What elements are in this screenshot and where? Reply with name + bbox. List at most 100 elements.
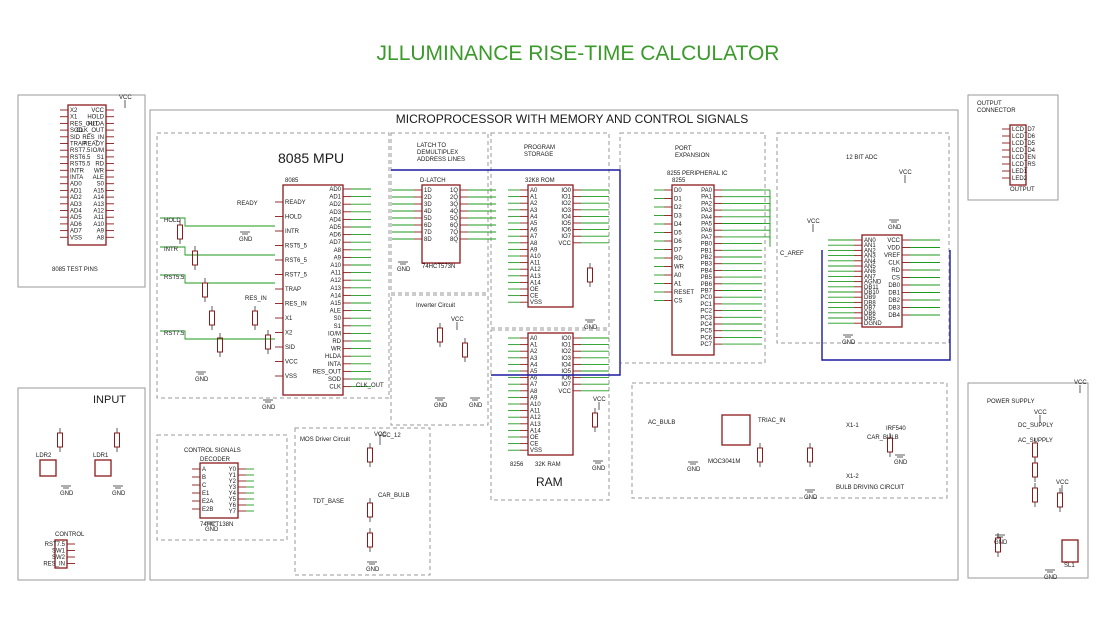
adc-right-pin-10: DB4 bbox=[888, 313, 910, 319]
rom-block bbox=[490, 132, 610, 329]
component-23 bbox=[592, 408, 598, 432]
svg-text:GND: GND bbox=[262, 405, 276, 411]
port-left-pin-9: WR bbox=[664, 265, 685, 271]
svg-text:IO2: IO2 bbox=[561, 349, 571, 355]
test-right-pin-17: A10 bbox=[93, 222, 114, 228]
decoder-left-pin-5: E2B bbox=[192, 507, 213, 513]
test-right-pin-8: RD bbox=[95, 162, 114, 168]
adc-label: 12 BIT ADC bbox=[846, 155, 878, 161]
output-connector: OUTPUT bbox=[1009, 124, 1035, 193]
svg-text:IO4: IO4 bbox=[561, 362, 571, 368]
ac-bulb-label: AC_BULB bbox=[648, 420, 675, 426]
svg-text:TRAP: TRAP bbox=[70, 142, 86, 148]
svg-text:A9: A9 bbox=[334, 255, 342, 261]
svg-text:VSS: VSS bbox=[530, 300, 542, 306]
adc-right-pin-9: DB3 bbox=[888, 306, 910, 312]
mpu-right-pin-19: IO/M bbox=[328, 331, 351, 337]
svg-text:A14: A14 bbox=[93, 195, 104, 201]
svg-text:INTR: INTR bbox=[285, 229, 300, 235]
tdt-label: TDT_BASE bbox=[313, 499, 344, 505]
svg-text:VCC: VCC bbox=[119, 95, 132, 101]
svg-text:6D: 6D bbox=[424, 223, 432, 229]
svg-text:A8: A8 bbox=[97, 235, 105, 241]
rom-left-pin-13: A13 bbox=[520, 274, 541, 280]
component-3 bbox=[209, 306, 215, 330]
component-9 bbox=[367, 528, 373, 552]
component-19 bbox=[887, 433, 893, 457]
component-6 bbox=[265, 330, 271, 354]
test-left-pin-16: AD5 bbox=[60, 215, 82, 221]
svg-text:A5: A5 bbox=[530, 369, 538, 375]
latch-out-pin-1: 2Q bbox=[450, 195, 468, 201]
port-left-pin-0: D0 bbox=[664, 188, 682, 194]
port-right-pin-20: PC4 bbox=[700, 322, 722, 328]
svg-text:Y2: Y2 bbox=[229, 479, 237, 485]
car-bulb-label: CAR_BULB bbox=[867, 435, 899, 441]
svg-text:S1: S1 bbox=[97, 155, 105, 161]
svg-text:PA0: PA0 bbox=[701, 188, 713, 194]
svg-text:D-LATCH: D-LATCH bbox=[420, 178, 446, 184]
test-right-pin-10: ALE bbox=[93, 175, 114, 181]
test-left-pin-2: RES_OUT bbox=[60, 121, 99, 127]
svg-text:PA7: PA7 bbox=[701, 235, 713, 241]
svg-text:VCC: VCC bbox=[558, 389, 571, 395]
mpu-label: 8085 MPU bbox=[278, 150, 344, 166]
ram-left-pin-12: A12 bbox=[520, 415, 541, 421]
svg-text:AN0: AN0 bbox=[864, 238, 876, 244]
svg-text:AD7: AD7 bbox=[70, 229, 82, 235]
mpu-left-pin-10: SID bbox=[275, 345, 296, 351]
svg-text:GND: GND bbox=[1044, 575, 1058, 581]
svg-text:HLDA: HLDA bbox=[325, 354, 341, 360]
output-frame bbox=[967, 94, 1059, 201]
svg-text:IO0: IO0 bbox=[561, 336, 571, 342]
svg-text:GND: GND bbox=[397, 267, 411, 273]
port-left-pin-4: D4 bbox=[664, 222, 682, 228]
mpu-right-pin-21: WR bbox=[331, 347, 351, 353]
svg-text:PB6: PB6 bbox=[701, 282, 713, 288]
svg-text:VCC: VCC bbox=[1056, 480, 1069, 486]
rom-left-pin-8: A8 bbox=[520, 241, 538, 247]
test-right-pin-13: A14 bbox=[93, 195, 114, 201]
svg-text:A: A bbox=[202, 467, 206, 473]
port-right-pin-1: PA1 bbox=[701, 195, 722, 201]
svg-text:A0: A0 bbox=[530, 336, 538, 342]
moc-symbol bbox=[721, 414, 751, 446]
ground-symbol-13: GND bbox=[804, 489, 818, 501]
adc-right-pin-2: VREF bbox=[884, 253, 910, 259]
svg-text:X2: X2 bbox=[285, 331, 293, 337]
adc-right-pin-8: DB2 bbox=[888, 298, 910, 304]
vcc-symbol-3: VCC bbox=[374, 432, 387, 445]
control-conn-pin-3: RES_IN bbox=[43, 562, 75, 568]
latch-out-pin-4: 5Q bbox=[450, 216, 468, 222]
svg-text:A12: A12 bbox=[93, 209, 104, 215]
svg-text:5D: 5D bbox=[424, 216, 432, 222]
svg-text:E2A: E2A bbox=[202, 499, 213, 505]
port-left-pin-1: D1 bbox=[664, 197, 682, 203]
svg-text:7D: 7D bbox=[424, 230, 432, 236]
svg-text:INTA: INTA bbox=[70, 175, 83, 181]
ldr1-label: LDR1 bbox=[93, 453, 109, 459]
output-pin-2: LCD_D5 bbox=[1002, 141, 1036, 147]
rom-left-pin-16: CE bbox=[520, 294, 538, 300]
port-right-pin-4: PA4 bbox=[701, 215, 722, 221]
svg-text:INTR: INTR bbox=[70, 168, 85, 174]
ground-symbol-2: GND bbox=[397, 261, 411, 273]
port-right-pin-21: PC5 bbox=[700, 329, 722, 335]
svg-text:4Q: 4Q bbox=[450, 209, 458, 215]
rst55-label: RST5.5 bbox=[164, 275, 185, 281]
svg-text:PC1: PC1 bbox=[700, 302, 712, 308]
svg-text:LCD_D4: LCD_D4 bbox=[1012, 148, 1036, 154]
test-right-pin-15: A12 bbox=[93, 209, 114, 215]
svg-text:AGND: AGND bbox=[864, 280, 882, 286]
port-right-pin-18: PC2 bbox=[700, 309, 722, 315]
ram-left-pin-5: A5 bbox=[520, 369, 538, 375]
svg-text:RD: RD bbox=[95, 162, 104, 168]
vcc-symbol-2: VCC bbox=[451, 317, 464, 330]
svg-text:VSS: VSS bbox=[285, 374, 297, 380]
decoder-right-pin-5: Y5 bbox=[229, 497, 246, 503]
component-16 bbox=[1032, 483, 1038, 507]
svg-text:S0: S0 bbox=[97, 182, 105, 188]
svg-text:RD: RD bbox=[674, 256, 683, 262]
mpu-right-pin-5: AD5 bbox=[329, 225, 351, 231]
svg-text:6Q: 6Q bbox=[450, 223, 458, 229]
